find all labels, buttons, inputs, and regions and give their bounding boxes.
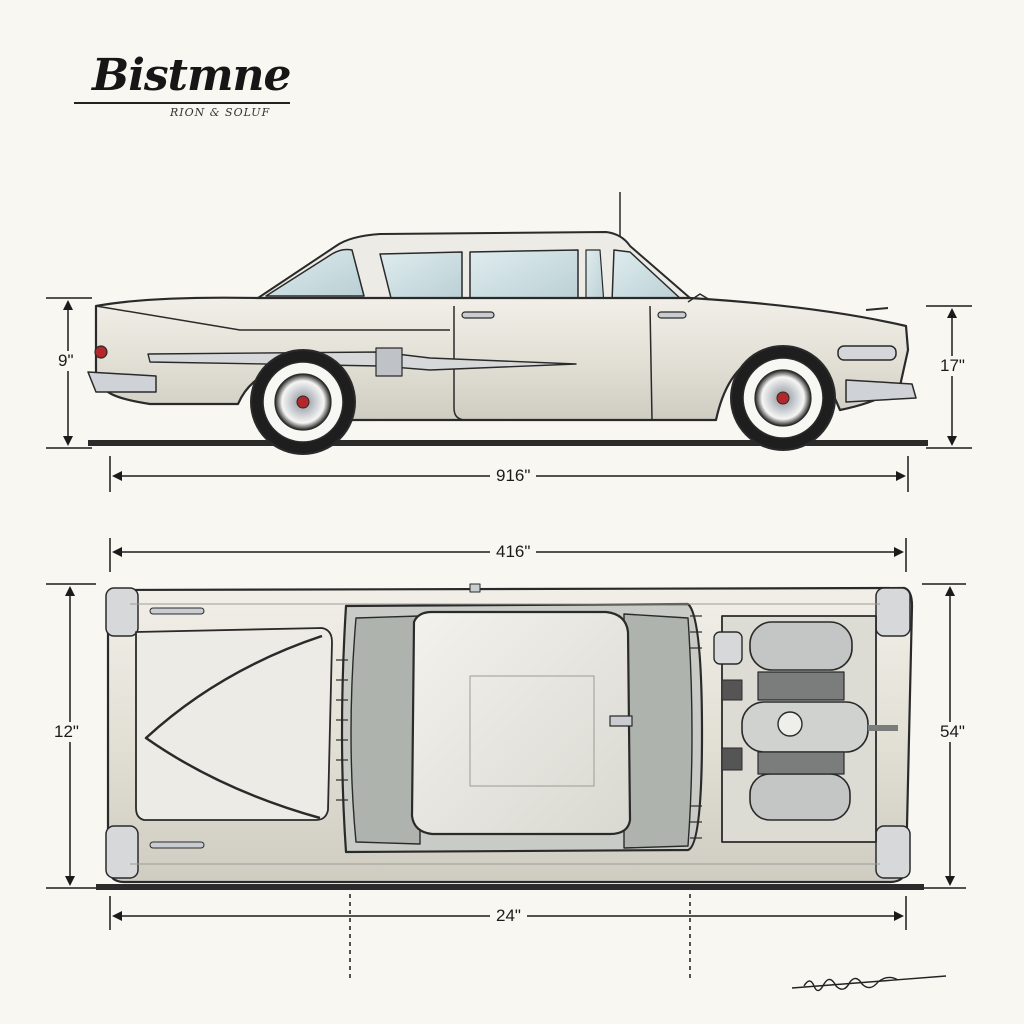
side-view [87,192,928,455]
side-left-height-label: 9" [52,351,80,371]
top-left-handle [149,607,205,615]
battery [713,631,743,665]
tail-light [94,345,108,359]
title-block: Bistmne RION & SOLUF [74,50,292,119]
front-right-bumper-cap [875,825,911,879]
rear-door-handle [461,311,495,319]
hood-ornament [865,307,889,311]
side-mirror [687,293,711,303]
rear-wheel [250,349,356,455]
side-ornament [375,347,403,377]
engine [713,621,898,821]
front-wheel [730,345,836,451]
signature-scribble [791,975,947,992]
distributor-cap [777,711,803,737]
roof-panel [410,610,632,836]
intake-manifold [757,671,845,701]
front-side-window [469,249,579,305]
air-cleaner-upper [749,621,853,671]
front-door-handle [657,311,687,319]
roof-inset [469,675,595,787]
rear-louvers [336,659,348,801]
air-cleaner-lower [749,773,851,821]
engine-block [741,701,869,753]
top-view [96,583,924,890]
title-underline [74,102,290,104]
rear-window [265,248,365,297]
top-mirror [609,715,633,727]
top-overall-length-label: 416" [490,542,537,562]
front-seat-area [623,613,693,849]
rear-door-seam [453,306,467,421]
tail-fin-line [95,305,450,331]
top-antenna-base [469,583,481,593]
rear-right-fin-cap [105,825,139,879]
top-right-handle [149,841,205,849]
front-louvers [690,615,702,839]
blueprint-subtitle: RION & SOLUF [170,106,271,119]
side-right-height-label: 17" [934,356,971,376]
side-length-label: 916" [490,466,537,486]
windshield [611,249,683,303]
front-door-seam [649,305,653,421]
trunk-v-crease [144,634,323,820]
trunk-lid [135,627,333,821]
relay-box [721,679,743,701]
top-right-width-label: 54" [934,722,971,742]
brake-booster [721,747,743,771]
top-ground-line [96,884,924,890]
top-left-width-label: 12" [48,722,85,742]
rear-side-window [379,251,463,303]
blueprint-title: Bistmne [92,50,292,101]
top-bottom-length-label: 24" [490,906,527,926]
front-headlight-trim [837,345,897,361]
rear-bumper [87,371,157,393]
rear-seat-area [350,615,421,845]
front-bumper [845,379,917,403]
rear-left-fin-cap [105,587,139,637]
ground-line [88,440,928,446]
front-left-bumper-cap [875,587,911,637]
exhaust-manifold [757,751,845,775]
